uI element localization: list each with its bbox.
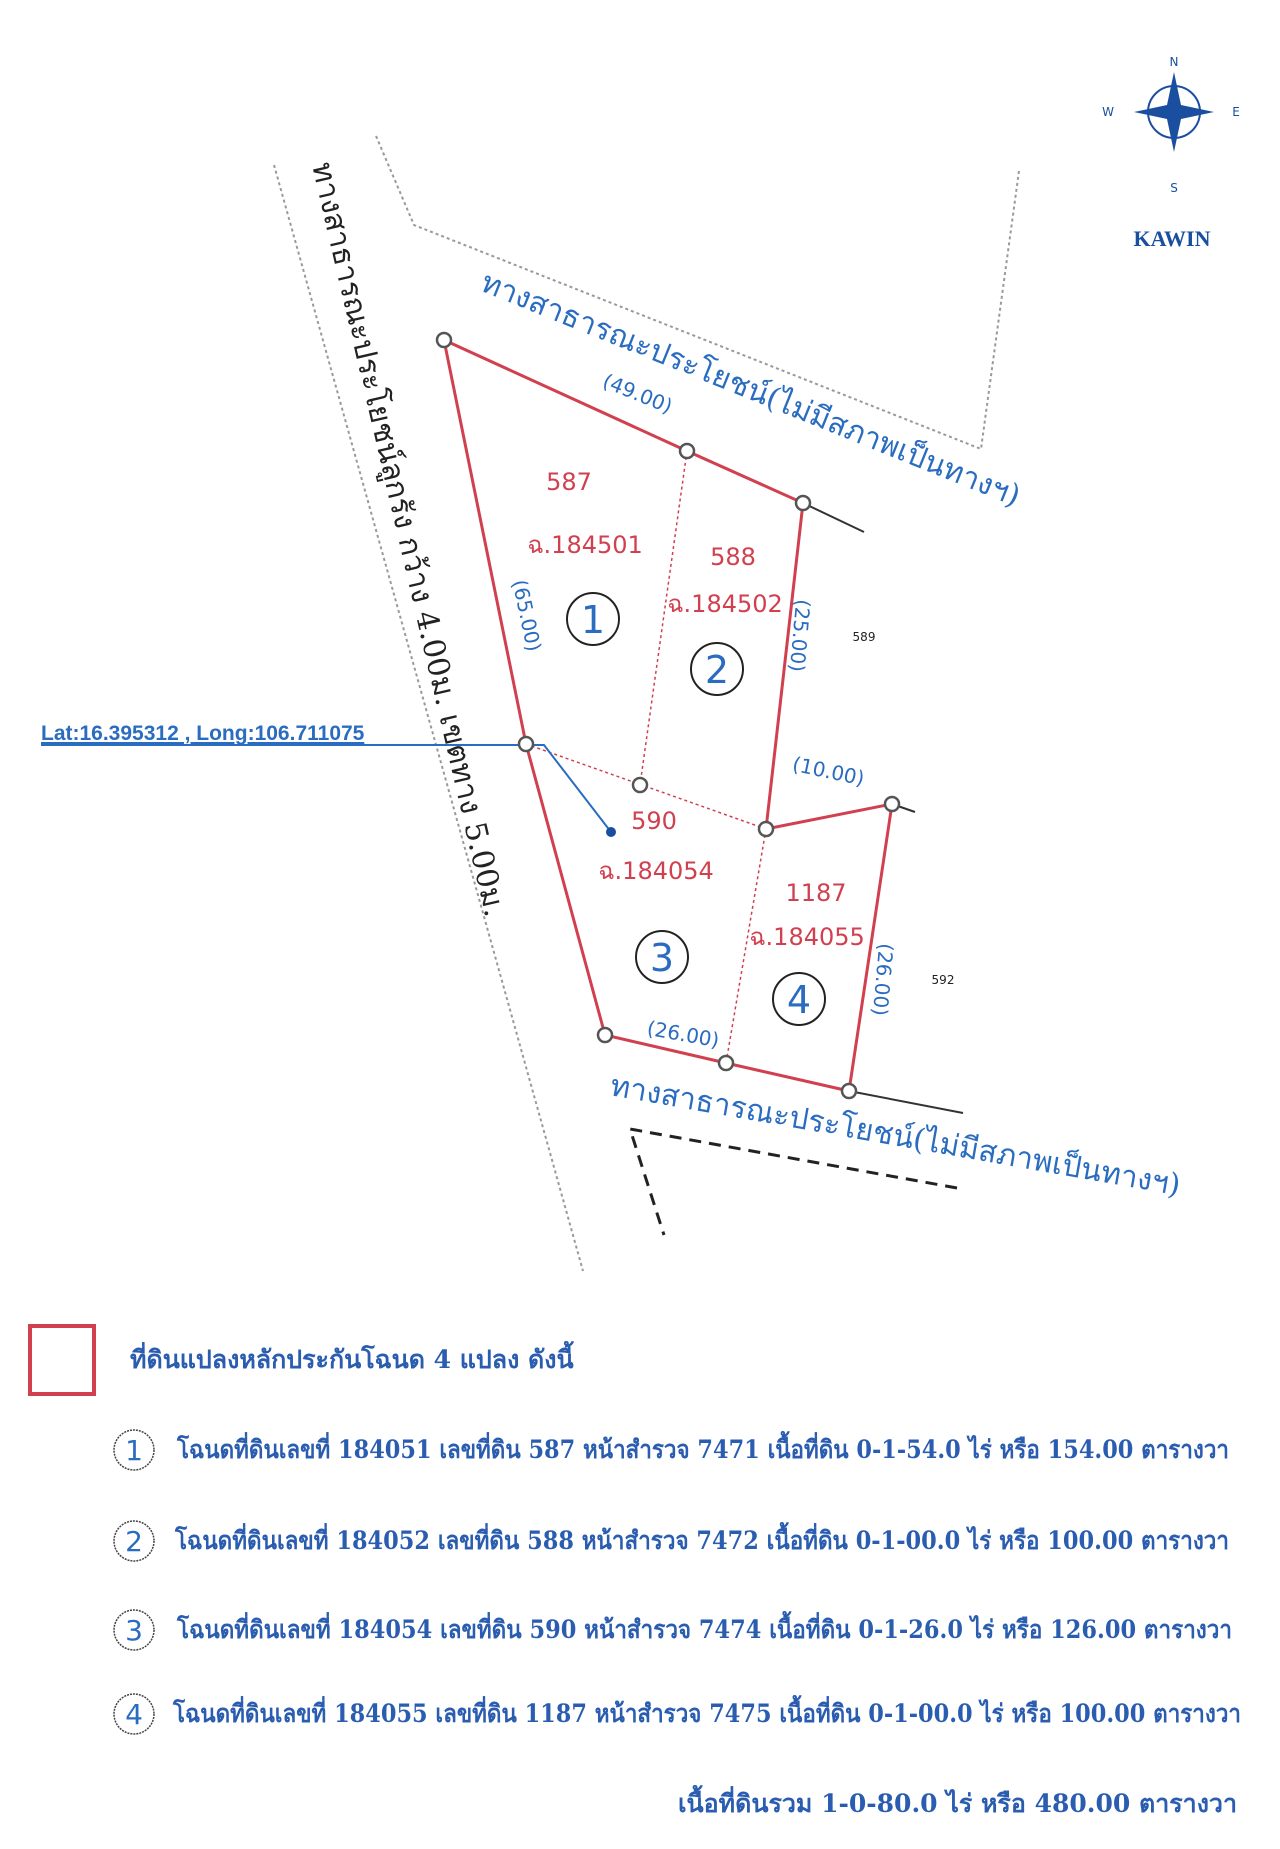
extension-line (802, 502, 865, 533)
location-dot (606, 827, 616, 837)
dim-right-lower: (26.00) (868, 942, 898, 1017)
svg-text:1: 1 (581, 598, 605, 642)
coordinate-label: Lat:16.395312 , Long:106.711075 (41, 722, 365, 745)
svg-text:โฉนดที่ดินเลขที่ 184054 เลขที่: โฉนดที่ดินเลขที่ 184054 เลขที่ดิน 590 หน… (176, 1610, 1232, 1644)
legend-title: ที่ดินแปลงหลักประกันโฉนด 4 แปลง ดังนี้ (130, 1340, 575, 1374)
coordinate-leader (41, 744, 612, 833)
legend-swatch (28, 1324, 96, 1396)
svg-text:3: 3 (125, 1614, 143, 1647)
svg-text:4: 4 (125, 1698, 143, 1731)
road-edge-bottom-dashed (627, 1127, 958, 1236)
deed-184054: ฉ.184054 (598, 857, 714, 885)
road-label-bottom: ทางสาธารณะประโยชน์(ไม่มีสภาพเป็นทางฯ) (608, 1066, 1184, 1203)
legend-row-4: 4 โฉนดที่ดินเลขที่ 184055 เลขที่ดิน 1187 … (113, 1693, 1241, 1735)
neighbor-589: 589 (853, 630, 876, 644)
svg-text:2: 2 (125, 1525, 143, 1558)
svg-text:3: 3 (650, 936, 674, 980)
svg-text:4: 4 (787, 978, 811, 1022)
parcel-number-1: 1 (566, 592, 620, 646)
brand-label: KAWIN (1133, 226, 1210, 251)
parcel-number-4: 4 (772, 972, 826, 1026)
parcel-number-3: 3 (635, 930, 689, 984)
parcel-number-2: 2 (690, 642, 744, 696)
svg-text:โฉนดที่ดินเลขที่ 184055 เลขที่: โฉนดที่ดินเลขที่ 184055 เลขที่ดิน 1187 ห… (172, 1694, 1241, 1728)
parcel-boundary (441, 337, 894, 1093)
boundary-markers (435, 331, 901, 1100)
svg-text:1: 1 (125, 1434, 143, 1467)
legend-row-3: 3 โฉนดที่ดินเลขที่ 184054 เลขที่ดิน 590 ห… (113, 1609, 1232, 1651)
svg-text:โฉนดที่ดินเลขที่ 184051 เลขที่: โฉนดที่ดินเลขที่ 184051 เลขที่ดิน 587 หน… (176, 1430, 1229, 1464)
dim-top: (49.00) (599, 369, 676, 419)
compass-rose-icon: N S E W (1102, 55, 1240, 195)
svg-text:E: E (1232, 105, 1240, 119)
deed-184055: ฉ.184055 (749, 923, 865, 951)
dim-left: (65.00) (508, 577, 547, 653)
deed-184502: ฉ.184502 (667, 590, 783, 618)
neighbor-592: 592 (932, 973, 955, 987)
road-edge-top (375, 135, 1020, 451)
dim-step: (10.00) (790, 752, 866, 791)
extension-line (848, 1090, 964, 1114)
legend-row-1: 1 โฉนดที่ดินเลขที่ 184051 เลขที่ดิน 587 ห… (113, 1429, 1229, 1471)
svg-text:W: W (1102, 105, 1114, 119)
land-no-588: 588 (710, 543, 756, 571)
legend-total: เนื้อที่ดินรวม 1-0-80.0 ไร่ หรือ 480.00 … (678, 1784, 1237, 1818)
deed-184501: ฉ.184501 (527, 531, 643, 559)
svg-text:โฉนดที่ดินเลขที่ 184052 เลขที่: โฉนดที่ดินเลขที่ 184052 เลขที่ดิน 588 หน… (174, 1521, 1229, 1555)
road-label-left: ทางสาธารณะประโยชน์ลูกรัง กว้าง 4.00ม. เข… (304, 159, 513, 920)
land-no-1187: 1187 (785, 879, 846, 907)
dim-right-upper: (25.00) (785, 598, 815, 673)
legend-row-2: 2 โฉนดที่ดินเลขที่ 184052 เลขที่ดิน 588 ห… (113, 1520, 1229, 1562)
road-edge-left (273, 164, 584, 1272)
land-no-587: 587 (546, 468, 592, 496)
svg-text:S: S (1170, 181, 1178, 195)
svg-text:2: 2 (705, 648, 729, 692)
svg-text:N: N (1170, 55, 1179, 69)
land-no-590: 590 (631, 807, 677, 835)
